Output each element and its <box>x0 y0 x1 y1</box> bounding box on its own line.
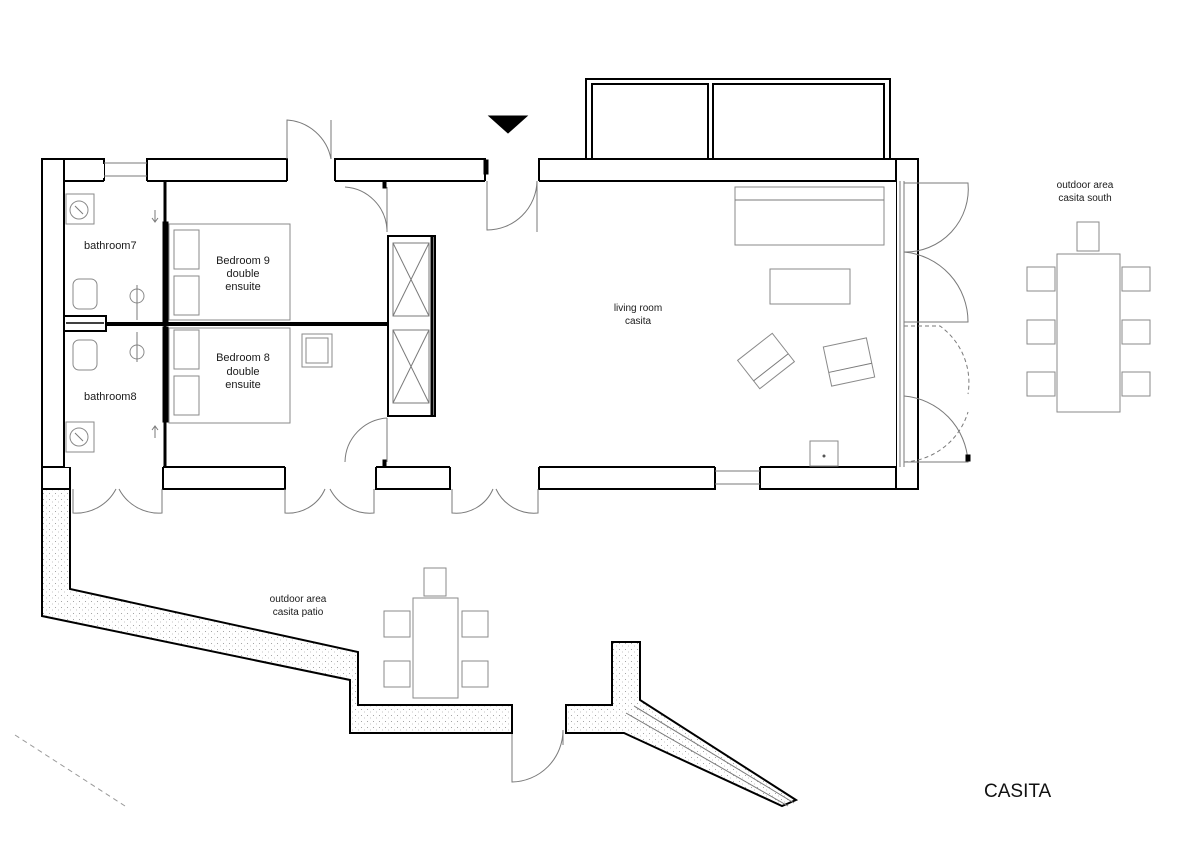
outdoor-patio-label: outdoor area <box>270 594 327 605</box>
wall-bottom-bed8 <box>162 466 286 490</box>
wardrobe-block <box>387 235 436 417</box>
toilet-icon <box>72 278 98 310</box>
living-furniture <box>734 186 885 467</box>
dining-table <box>1056 253 1121 413</box>
bedroom8-type: double <box>226 366 259 378</box>
entrance-arrow-icon <box>487 115 529 134</box>
outdoor-south-dining <box>1026 221 1151 413</box>
bedroom9-feature: ensuite <box>225 281 260 293</box>
wall-bottom-living <box>538 466 716 490</box>
wall-bottom-mid <box>375 466 451 490</box>
doors <box>72 119 971 783</box>
bed-bedroom8 <box>168 327 333 424</box>
patio-walls <box>41 488 799 808</box>
patio-dining <box>383 567 489 699</box>
living-room-sublabel: casita <box>625 316 652 327</box>
armchair-icon <box>822 337 876 387</box>
bed-bedroom9 <box>168 223 291 321</box>
toilet-icon <box>72 339 98 371</box>
bedroom9-type: double <box>226 268 259 280</box>
wall-bottom-left <box>41 466 71 490</box>
wall-bottom-right <box>759 466 919 490</box>
bathroom8-label: bathroom8 <box>84 391 137 403</box>
pergola-structure <box>585 78 891 160</box>
coffee-table <box>769 268 851 305</box>
wall-left <box>41 158 65 490</box>
chair-icon <box>423 567 447 597</box>
outdoor-south-label: outdoor area <box>1057 180 1114 191</box>
sofa-icon <box>734 186 885 246</box>
wall-top-right <box>538 158 919 182</box>
outdoor-south-sublabel: casita south <box>1058 193 1111 204</box>
outdoor-patio-sublabel: casita patio <box>273 607 324 618</box>
wall-top-bed9 <box>146 158 288 182</box>
dining-table <box>412 597 459 699</box>
wall-right <box>895 158 919 490</box>
bathroom7-label: bathroom7 <box>84 240 137 252</box>
site-boundary <box>14 734 126 807</box>
interior-walls <box>63 159 489 468</box>
bathroom8-fixtures <box>65 332 159 453</box>
chair-icon <box>1076 221 1100 252</box>
bedroom8-feature: ensuite <box>225 379 260 391</box>
plan-title: CASITA <box>984 781 1052 802</box>
armchair-icon <box>736 332 796 390</box>
bedroom8-name: Bedroom 8 <box>216 352 270 364</box>
bathroom7-fixtures <box>65 193 159 320</box>
wall-top-mid <box>334 158 486 182</box>
bedroom9-name: Bedroom 9 <box>216 255 270 267</box>
living-room-label: living room <box>614 303 662 314</box>
